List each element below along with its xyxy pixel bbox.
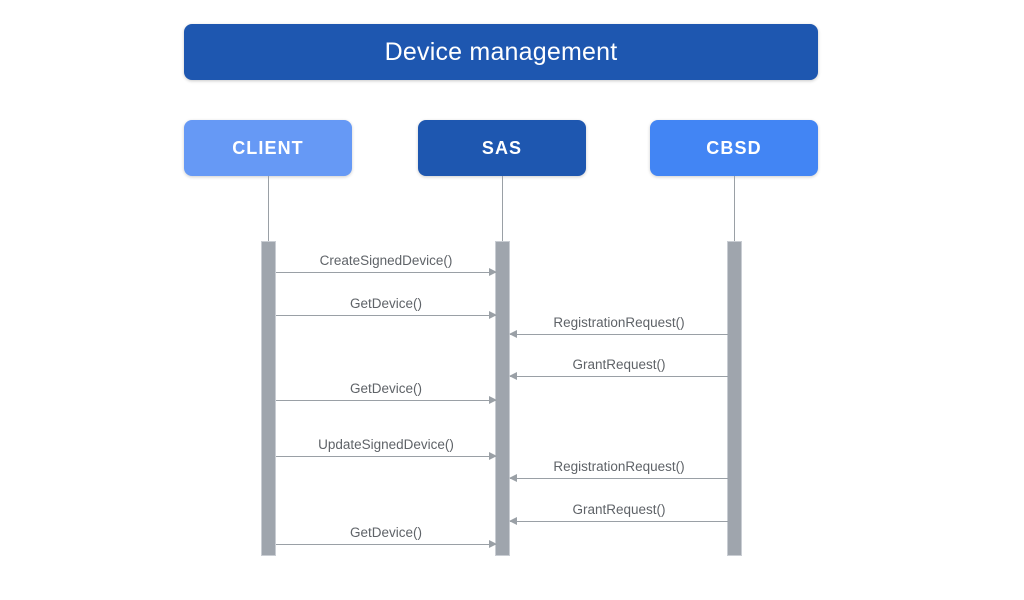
message-arrow[interactable]: GrantRequest() <box>509 357 728 380</box>
message-line <box>510 376 728 377</box>
participant-label-client: CLIENT <box>232 138 304 158</box>
lifeline-client <box>268 176 269 241</box>
diagram-title-banner: Device management <box>184 24 818 80</box>
message-arrow[interactable]: GetDevice() <box>276 381 497 404</box>
message-label: GrantRequest() <box>572 356 666 372</box>
message-label: RegistrationRequest() <box>553 458 685 474</box>
message-arrow[interactable]: RegistrationRequest() <box>509 315 728 338</box>
arrow-head-right-icon <box>489 268 497 276</box>
message-line <box>276 456 496 457</box>
message-arrow[interactable]: RegistrationRequest() <box>509 459 728 482</box>
message-arrow[interactable]: GetDevice() <box>276 296 497 319</box>
arrow-head-right-icon <box>489 452 497 460</box>
arrow-head-left-icon <box>509 517 517 525</box>
message-arrow[interactable]: UpdateSignedDevice() <box>276 437 497 460</box>
lifeline-cbsd <box>734 176 735 241</box>
message-label: UpdateSignedDevice() <box>318 436 454 452</box>
message-label: GetDevice() <box>349 524 422 540</box>
message-label: GrantRequest() <box>572 501 666 517</box>
message-line <box>276 272 496 273</box>
participant-header-client[interactable]: CLIENT <box>184 120 352 176</box>
message-label: GetDevice() <box>349 295 422 311</box>
message-line <box>276 400 496 401</box>
activation-bar-sas <box>495 241 510 556</box>
arrow-head-left-icon <box>509 372 517 380</box>
participant-header-sas[interactable]: SAS <box>418 120 586 176</box>
participant-label-cbsd: CBSD <box>706 138 762 158</box>
arrow-head-right-icon <box>489 396 497 404</box>
lifeline-sas <box>502 176 503 241</box>
message-line <box>510 334 728 335</box>
message-label: CreateSignedDevice() <box>319 252 453 268</box>
arrow-head-right-icon <box>489 311 497 319</box>
message-line <box>276 315 496 316</box>
message-line <box>276 544 496 545</box>
activation-bar-cbsd <box>727 241 742 556</box>
message-arrow[interactable]: GrantRequest() <box>509 502 728 525</box>
message-label: RegistrationRequest() <box>553 314 685 330</box>
message-line <box>510 521 728 522</box>
participant-label-sas: SAS <box>481 138 523 158</box>
message-line <box>510 478 728 479</box>
arrow-head-right-icon <box>489 540 497 548</box>
message-label: GetDevice() <box>349 380 422 396</box>
arrow-head-left-icon <box>509 474 517 482</box>
page-title: Device management <box>384 37 618 66</box>
participant-header-cbsd[interactable]: CBSD <box>650 120 818 176</box>
message-arrow[interactable]: GetDevice() <box>276 525 497 548</box>
message-arrow[interactable]: CreateSignedDevice() <box>276 253 497 276</box>
arrow-head-left-icon <box>509 330 517 338</box>
activation-bar-client <box>261 241 276 556</box>
